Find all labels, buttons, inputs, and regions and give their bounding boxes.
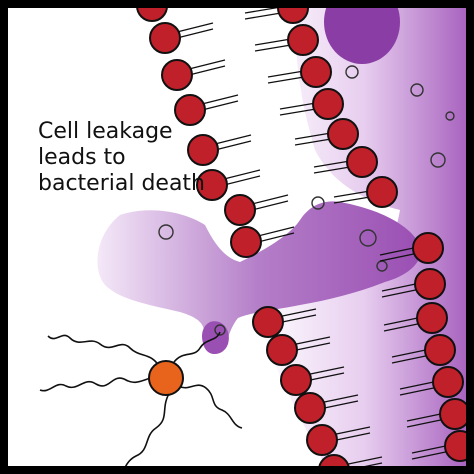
vesicle bbox=[158, 224, 174, 240]
lipid-head bbox=[306, 424, 338, 456]
leaking-cytoplasm-blob bbox=[97, 201, 421, 354]
lipid-head bbox=[224, 194, 256, 226]
lipid-head bbox=[230, 226, 262, 258]
lipid-head bbox=[327, 118, 359, 150]
lipid-head bbox=[416, 302, 448, 334]
peptide-chain bbox=[173, 331, 221, 363]
lipid-head bbox=[414, 268, 446, 300]
peptide-core bbox=[148, 360, 184, 396]
lipid-head bbox=[294, 392, 326, 424]
lipid-head bbox=[287, 24, 319, 56]
caption-line: Cell leakage bbox=[38, 119, 173, 144]
lipid-head bbox=[280, 364, 312, 396]
lipid-head bbox=[300, 56, 332, 88]
lipid-head bbox=[432, 366, 464, 398]
vesicle bbox=[445, 111, 455, 121]
lipid-head bbox=[174, 94, 206, 126]
dark-cytoplasm-blob bbox=[324, 0, 400, 64]
lipid-head bbox=[312, 88, 344, 120]
lipid-head bbox=[187, 134, 219, 166]
vesicle bbox=[214, 324, 226, 336]
lipid-head bbox=[346, 146, 378, 178]
lipid-head bbox=[366, 176, 398, 208]
vesicle bbox=[430, 152, 446, 168]
caption: Cell leakage leads to bacterial death bbox=[38, 119, 205, 196]
lipid-head bbox=[149, 22, 181, 54]
vesicle bbox=[345, 65, 359, 79]
cytoplasm-region bbox=[255, 0, 474, 474]
lipid-head bbox=[412, 232, 444, 264]
lipid-heads bbox=[136, 0, 474, 474]
lipid-head bbox=[196, 169, 228, 201]
peptide-chain bbox=[47, 334, 161, 369]
lipid-head bbox=[252, 306, 284, 338]
caption-line: bacterial death bbox=[38, 171, 205, 196]
lipid-head bbox=[439, 398, 471, 430]
vesicle bbox=[410, 83, 424, 97]
vesicle bbox=[311, 196, 325, 210]
peptide-chain bbox=[117, 391, 171, 474]
lipid-head bbox=[161, 59, 193, 91]
caption-line: leads to bbox=[38, 145, 126, 170]
peptide-chain bbox=[177, 384, 243, 429]
peptide-chain bbox=[39, 375, 167, 392]
vesicle bbox=[359, 229, 377, 247]
lipid-head bbox=[266, 334, 298, 366]
vesicles bbox=[158, 65, 455, 336]
lipid-head bbox=[424, 334, 456, 366]
